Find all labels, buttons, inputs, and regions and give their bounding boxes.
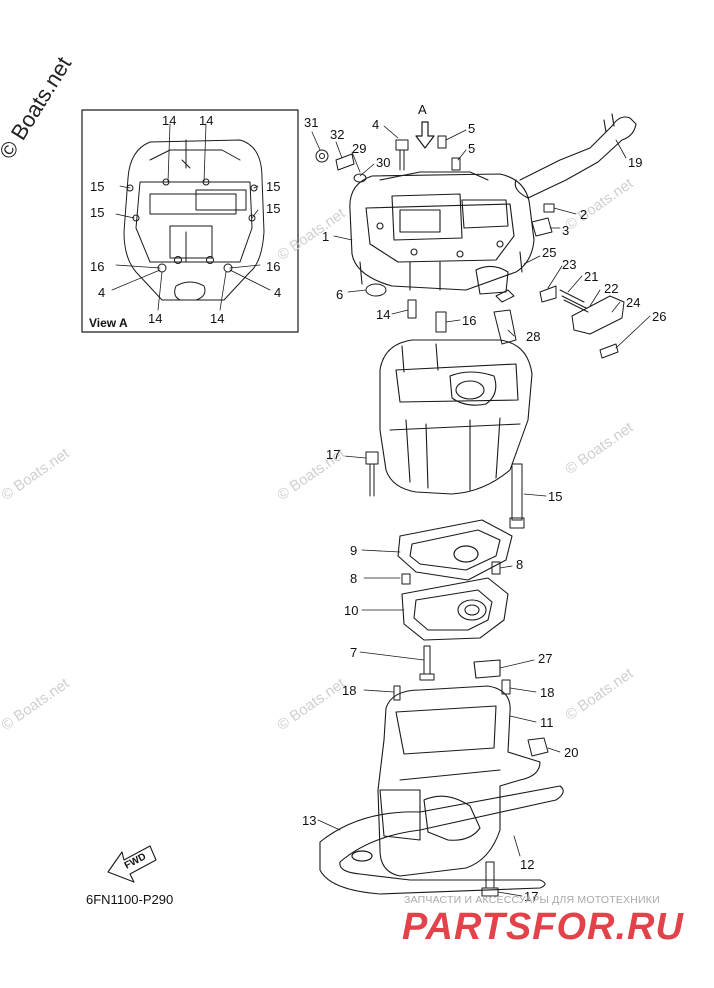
callout-label: 13 bbox=[302, 813, 317, 828]
small-fasteners bbox=[315, 135, 625, 359]
exhaust-pipe bbox=[514, 113, 637, 199]
callout-label: 23 bbox=[562, 257, 577, 272]
callout-label: 11 bbox=[540, 715, 554, 730]
callout-label: 18 bbox=[342, 683, 357, 698]
callout-label: 9 bbox=[350, 543, 358, 558]
middle-casing bbox=[379, 339, 533, 495]
inset-leader-lines bbox=[111, 123, 271, 311]
callout-label: 15 bbox=[266, 201, 281, 216]
bolt-upper bbox=[365, 451, 379, 497]
bolt-7 bbox=[419, 645, 435, 681]
callout-label: 1 bbox=[322, 229, 330, 244]
fwd-arrow bbox=[107, 845, 157, 883]
view-arrow-label: A bbox=[418, 102, 427, 117]
callout-label: 8 bbox=[516, 557, 524, 572]
callout-label: 14 bbox=[199, 113, 214, 128]
callout-label: 17 bbox=[524, 889, 539, 904]
callout-label: 22 bbox=[604, 281, 619, 296]
callout-label: 32 bbox=[330, 127, 345, 142]
callout-label: 16 bbox=[266, 259, 281, 274]
callout-label: 14 bbox=[148, 311, 163, 326]
anti-ventilation-plate bbox=[319, 785, 564, 895]
view-direction-arrow bbox=[415, 121, 435, 149]
callout-label: 18 bbox=[540, 685, 555, 700]
callout-label: 6 bbox=[336, 287, 344, 302]
callout-label: 20 bbox=[564, 745, 579, 760]
callout-label: 31 bbox=[304, 115, 319, 130]
dowel-pin-left bbox=[401, 573, 411, 585]
callout-label: 4 bbox=[98, 285, 106, 300]
callout-label: 19 bbox=[628, 155, 643, 170]
view-a-label: View A bbox=[89, 316, 128, 330]
callout-label: 15 bbox=[266, 179, 281, 194]
callout-label: 15 bbox=[90, 179, 105, 194]
callout-label: 2 bbox=[580, 207, 588, 222]
callout-label: 25 bbox=[542, 245, 557, 260]
view-a-inset-frame bbox=[81, 109, 299, 333]
callout-label: 14 bbox=[210, 311, 225, 326]
pin-18-right bbox=[501, 679, 511, 695]
callout-label: 27 bbox=[538, 651, 553, 666]
callout-label: 14 bbox=[376, 307, 391, 322]
callout-label: 5 bbox=[468, 121, 476, 136]
callout-label: 16 bbox=[90, 259, 105, 274]
pin-18-left bbox=[393, 685, 401, 701]
callout-label: 4 bbox=[372, 117, 380, 132]
callout-label: 16 bbox=[462, 313, 477, 328]
callout-label: 21 bbox=[584, 269, 599, 284]
callout-label: 7 bbox=[350, 645, 358, 660]
dowel-pin-right bbox=[491, 561, 501, 575]
callout-label: 12 bbox=[520, 857, 535, 872]
callout-label: 14 bbox=[162, 113, 177, 128]
callout-label: 15 bbox=[548, 489, 563, 504]
gasket bbox=[397, 519, 513, 581]
callout-label: 15 bbox=[90, 205, 105, 220]
callout-label: 28 bbox=[526, 329, 541, 344]
diagram-code: 6FN1100-P290 bbox=[86, 892, 174, 907]
shop-tagline: ЗАПЧАСТИ И АКСЕССУАРЫ ДЛЯ МОТОТЕХНИКИ bbox=[404, 894, 660, 906]
callout-label: 10 bbox=[344, 603, 359, 618]
anode-20 bbox=[527, 737, 549, 757]
callout-label: 24 bbox=[626, 295, 641, 310]
callout-label: 29 bbox=[352, 141, 367, 156]
callout-label: 8 bbox=[350, 571, 358, 586]
callout-label: 26 bbox=[652, 309, 667, 324]
lower-casing bbox=[377, 685, 541, 877]
callout-label: 3 bbox=[562, 223, 570, 238]
inset-upper-casing bbox=[123, 139, 265, 301]
exhaust-plate bbox=[401, 577, 509, 641]
callout-label: 30 bbox=[376, 155, 391, 170]
bolt-lower bbox=[481, 861, 499, 897]
callout-label: 5 bbox=[468, 141, 476, 156]
callout-label: 17 bbox=[326, 447, 341, 462]
upper-casing bbox=[349, 171, 535, 295]
leader-lines bbox=[311, 125, 651, 897]
shop-logo: PARTSFOR.RU bbox=[402, 906, 684, 948]
long-bolt bbox=[509, 463, 525, 529]
callout-label: 4 bbox=[274, 285, 282, 300]
seal-27 bbox=[473, 659, 501, 679]
